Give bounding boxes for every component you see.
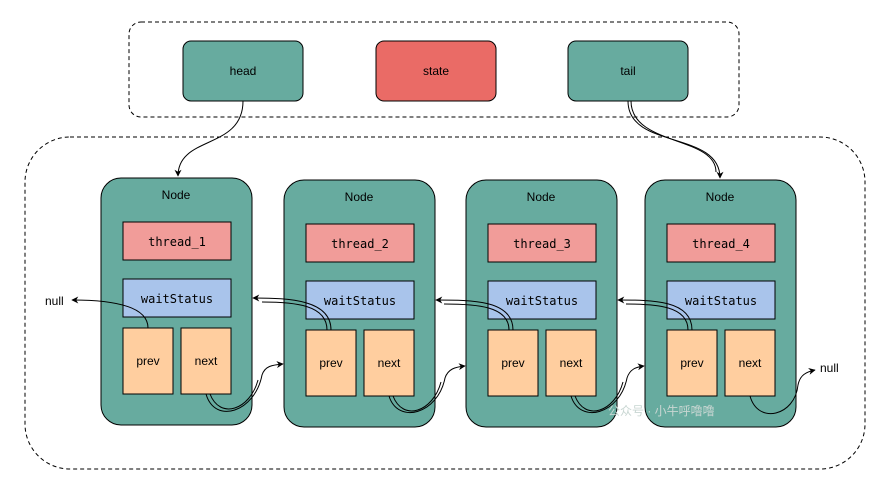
node-1-thread: thread_1 <box>148 235 206 249</box>
head-label: head <box>230 64 257 78</box>
node-3-prev: prev <box>501 356 524 370</box>
node1-next-arrow-shadow <box>209 379 259 410</box>
node-2-next: next <box>378 356 401 370</box>
node-1-title: Node <box>162 188 191 202</box>
wait-queue-container <box>24 136 866 470</box>
node3-prev-arrow <box>435 296 514 331</box>
node-1-wait-status: waitStatus <box>141 292 213 306</box>
tail-box: tail <box>567 40 689 102</box>
tail-pointer-arrow-shadow <box>630 100 717 173</box>
node-3-title: Node <box>527 190 556 204</box>
state-box: state <box>375 40 497 102</box>
node4-prev-arrow <box>617 296 693 331</box>
node2-prev-arrow-shadow <box>261 301 328 331</box>
node-1-prev: prev <box>136 354 159 368</box>
node1-next-arrow <box>205 361 284 412</box>
node-4-wait-status: waitStatus <box>685 294 757 308</box>
node4-next-to-null-arrow <box>749 367 816 415</box>
node-4-thread: thread_4 <box>692 237 750 251</box>
node3-prev-arrow-shadow <box>443 303 510 331</box>
state-label: state <box>423 64 449 78</box>
node-1-next: next <box>195 354 218 368</box>
null-right-label: null <box>820 361 839 375</box>
node3-next-arrow-shadow <box>574 381 624 412</box>
node-4-prev: prev <box>680 356 703 370</box>
node-2-thread: thread_2 <box>331 237 389 251</box>
node2-next-arrow <box>388 363 466 413</box>
node-2-title: Node <box>345 190 374 204</box>
node-3: Node thread_3 waitStatus prev next <box>465 179 618 428</box>
node-2-wait-status: waitStatus <box>324 294 396 308</box>
sync-state-container <box>128 21 740 118</box>
head-pointer-arrow <box>174 100 244 177</box>
node-2: Node thread_2 waitStatus prev next <box>283 179 436 428</box>
node-1: Node thread_1 waitStatus prev next <box>100 177 253 426</box>
node-4-next: next <box>739 356 762 370</box>
node3-next-arrow <box>570 363 645 413</box>
node-2-prev: prev <box>319 356 342 370</box>
tail-label: tail <box>620 64 635 78</box>
head-box: head <box>182 40 304 102</box>
node4-prev-arrow-shadow <box>625 303 689 331</box>
node2-prev-arrow <box>252 294 332 331</box>
watermark: 公众号 · 小牛呼噜噜 <box>608 403 715 418</box>
node-3-next: next <box>560 356 583 370</box>
node-3-thread: thread_3 <box>513 237 571 251</box>
node-4-title: Node <box>706 190 735 204</box>
node-3-wait-status: waitStatus <box>506 294 578 308</box>
node1-prev-to-null-arrow <box>71 296 149 329</box>
tail-pointer-arrow <box>627 100 724 179</box>
null-left-label: null <box>45 294 64 308</box>
node2-next-arrow-shadow <box>392 381 442 412</box>
